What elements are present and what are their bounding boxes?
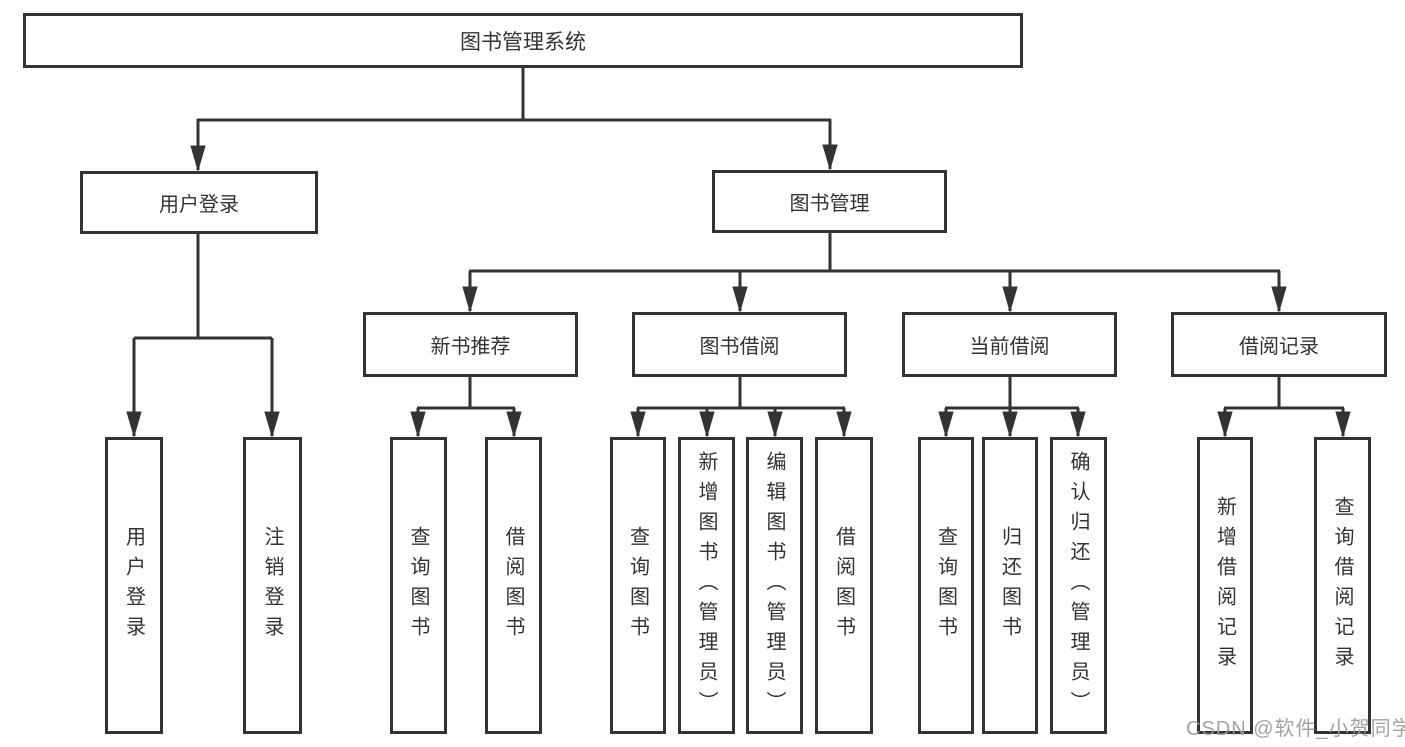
node-leaf-query-borrow-record: 查询借阅记录 (1314, 437, 1371, 734)
node-leaf-query-book-borrow: 查询图书 (610, 437, 666, 734)
node-leaf-borrow-book: 借阅图书 (815, 437, 873, 734)
node-leaf-return-book: 归还图书 (982, 437, 1038, 734)
node-book-management: 图书管理 (712, 170, 947, 233)
node-leaf-add-borrow-record: 新增借阅记录 (1197, 437, 1253, 734)
node-borrow-records: 借阅记录 (1171, 312, 1387, 377)
node-book-borrow: 图书借阅 (632, 312, 847, 377)
node-leaf-borrow-book-recommend: 借阅图书 (485, 437, 542, 734)
node-leaf-add-book-admin: 新增图书（管理员） (678, 437, 735, 734)
node-user-login: 用户登录 (80, 171, 318, 234)
node-leaf-confirm-return-admin: 确认归还（管理员） (1050, 437, 1107, 734)
node-leaf-logout: 注销登录 (243, 437, 302, 734)
node-library-system: 图书管理系统 (23, 13, 1023, 68)
node-leaf-query-book-recommend: 查询图书 (390, 437, 447, 734)
node-leaf-edit-book-admin: 编辑图书（管理员） (746, 437, 803, 734)
node-current-borrow: 当前借阅 (902, 312, 1117, 377)
node-leaf-query-book-current: 查询图书 (918, 437, 974, 734)
node-leaf-user-login: 用户登录 (105, 437, 163, 734)
csdn-watermark: CSDN @软件_小贺同学 (1186, 718, 1405, 740)
node-new-book-recommend: 新书推荐 (363, 312, 578, 377)
